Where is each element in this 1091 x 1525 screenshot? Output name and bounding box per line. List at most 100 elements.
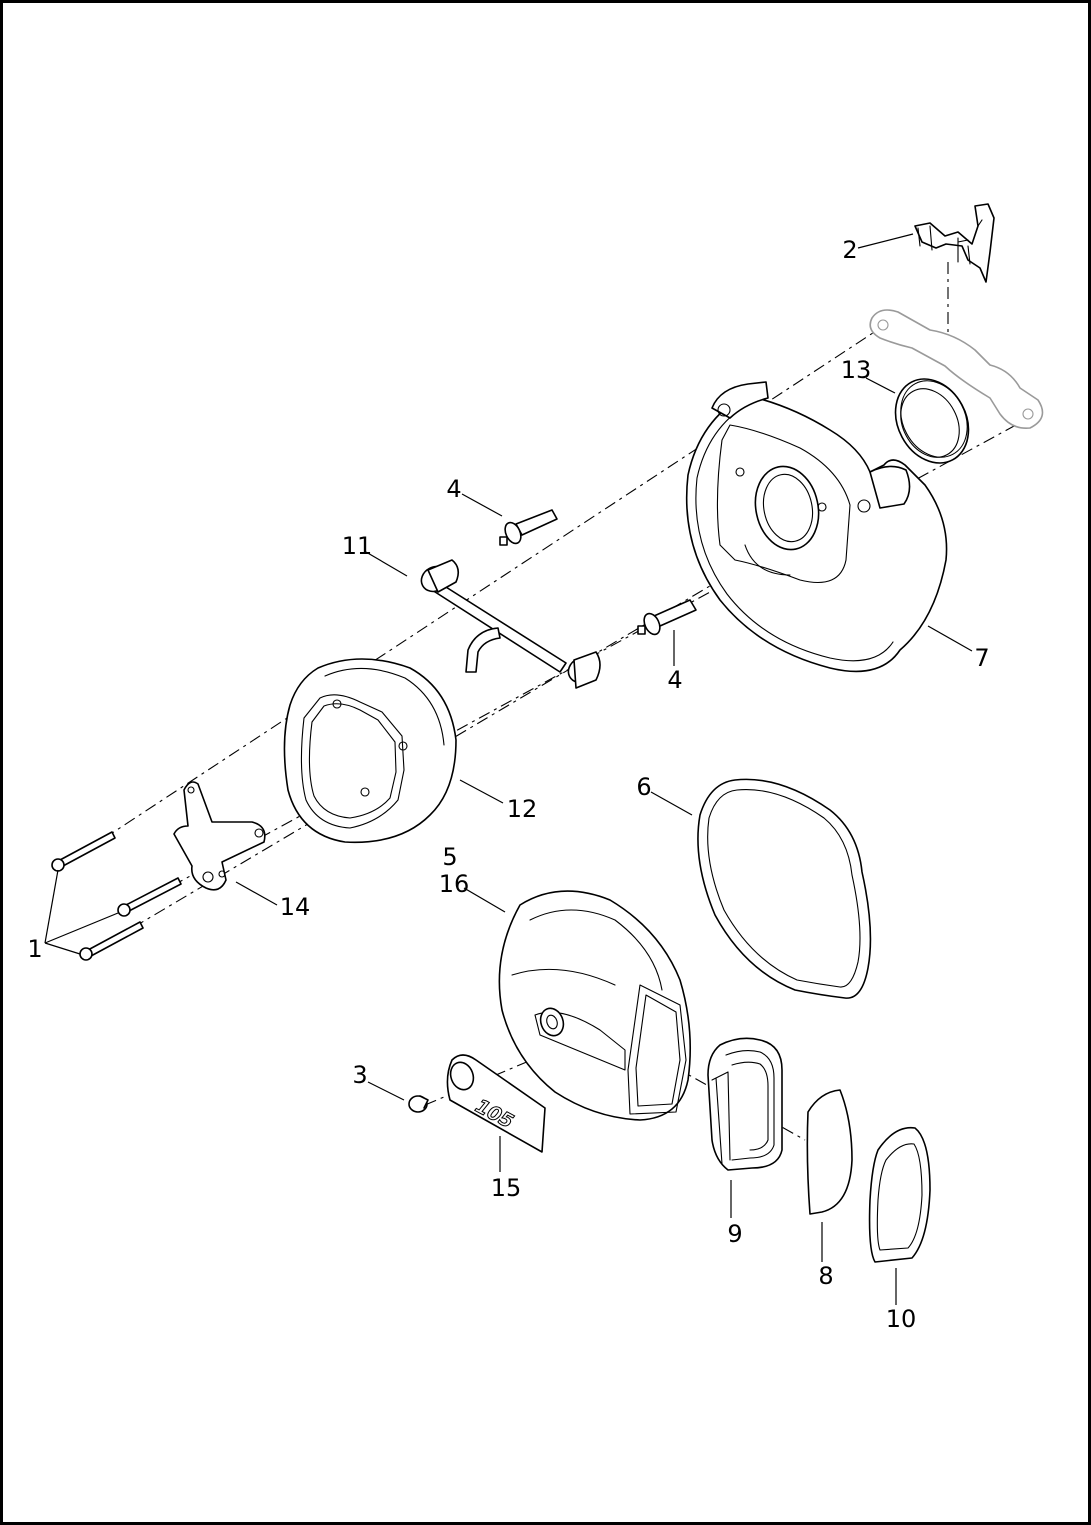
filter-element-side bbox=[711, 1071, 731, 1165]
mount-bracket-hole-small bbox=[218, 870, 226, 878]
filter-gasket-outer bbox=[868, 1126, 931, 1263]
screw-1-head bbox=[51, 858, 65, 872]
callout-16: 16 bbox=[439, 870, 470, 898]
backplate-port-inner bbox=[762, 473, 814, 543]
housing-inner-lip bbox=[308, 703, 397, 819]
leader-2 bbox=[857, 233, 914, 249]
tube-left-cap bbox=[427, 559, 460, 593]
backplate-recess bbox=[716, 424, 851, 584]
cover-seal-outer bbox=[697, 778, 872, 999]
axis-upper bbox=[61, 324, 886, 867]
housing-top-edge bbox=[324, 667, 445, 746]
bracket-part bbox=[914, 203, 995, 283]
leader-4-upper bbox=[461, 493, 503, 517]
axis-lower bbox=[89, 579, 721, 954]
mount-bracket-hole-right bbox=[254, 828, 264, 838]
plate-outline bbox=[869, 309, 1044, 430]
callout-3: 3 bbox=[352, 1061, 367, 1089]
leader-13 bbox=[865, 377, 896, 394]
leader-3 bbox=[367, 1081, 405, 1101]
filter-element-outer bbox=[707, 1037, 783, 1171]
filter-element-pleat-b bbox=[731, 1061, 769, 1151]
leader-12 bbox=[459, 779, 504, 804]
callout-10: 10 bbox=[886, 1305, 917, 1333]
mount-bracket-body bbox=[173, 781, 266, 891]
callout-5: 5 bbox=[442, 843, 457, 871]
backplate-small-hole bbox=[735, 467, 745, 477]
plate-hole-right bbox=[1022, 408, 1034, 420]
backplate-rim bbox=[695, 403, 894, 662]
breather-bolt-lower bbox=[637, 599, 697, 636]
filter-element-pleat-a bbox=[725, 1049, 775, 1161]
callout-9: 9 bbox=[727, 1220, 742, 1248]
small-screw-tip bbox=[419, 1095, 429, 1109]
backplate-bolt-hole bbox=[817, 502, 827, 512]
filter-gasket-inner bbox=[876, 1143, 923, 1251]
callout-1: 1 bbox=[27, 935, 42, 963]
housing-hole-b bbox=[398, 741, 408, 751]
bolt-upper-tip bbox=[499, 536, 508, 546]
cover-crest-line bbox=[529, 909, 663, 991]
cover-seal-inner bbox=[707, 789, 861, 988]
small-screw-part bbox=[408, 1095, 429, 1113]
cover-part bbox=[498, 890, 691, 1121]
callout-2: 2 bbox=[842, 236, 857, 264]
backplate-channel bbox=[744, 544, 791, 576]
plate-hole-left bbox=[877, 319, 889, 331]
tube-right-cap bbox=[573, 651, 601, 689]
callout-14: 14 bbox=[280, 893, 311, 921]
breather-tube-part bbox=[420, 559, 601, 689]
mounting-bracket-part bbox=[173, 781, 266, 891]
leader-1c bbox=[44, 942, 81, 955]
seal-ring-inner bbox=[900, 388, 960, 458]
housing-inner-wall bbox=[300, 694, 405, 829]
backplate-part bbox=[685, 381, 948, 673]
housing-hole-c bbox=[360, 787, 370, 797]
leader-14 bbox=[235, 881, 278, 906]
leader-1b bbox=[44, 912, 119, 944]
breather-bolt-upper bbox=[499, 509, 558, 546]
callout-6: 6 bbox=[636, 773, 651, 801]
backplate-boss-hole bbox=[857, 499, 871, 513]
cover-window-inner bbox=[635, 994, 681, 1107]
tube-branch bbox=[465, 627, 501, 673]
callout-labels: 2 13 4 11 4 7 12 6 5 16 14 1 3 15 9 8 10 bbox=[27, 236, 989, 1333]
filter-screen-outline bbox=[806, 1089, 853, 1215]
screw-3-head bbox=[79, 947, 93, 961]
filter-screen-part bbox=[806, 1089, 853, 1215]
seal-ring-part bbox=[894, 378, 970, 464]
cover-seal-part bbox=[697, 778, 872, 999]
callout-4-lower: 4 bbox=[667, 666, 682, 694]
cover-boss-hole bbox=[539, 1007, 565, 1037]
backplate-outer bbox=[685, 394, 948, 673]
filter-gasket-part bbox=[868, 1126, 931, 1263]
leader-16 bbox=[463, 887, 506, 913]
callout-15: 15 bbox=[491, 1174, 522, 1202]
bolt-lower-tip bbox=[637, 625, 646, 635]
backplate-tab-hole bbox=[717, 403, 731, 417]
reference-plate bbox=[869, 309, 1044, 430]
screw-2-head bbox=[117, 903, 131, 917]
housing-hole-a bbox=[332, 699, 342, 709]
screw-set bbox=[51, 831, 182, 961]
filter-housing-part bbox=[283, 658, 457, 844]
housing-body bbox=[283, 658, 457, 844]
cover-mid-line bbox=[511, 968, 616, 986]
callout-8: 8 bbox=[818, 1262, 833, 1290]
cover-shell bbox=[498, 890, 691, 1121]
bolt-upper-head bbox=[504, 521, 522, 545]
leader-11 bbox=[365, 551, 408, 577]
leader-6 bbox=[650, 791, 693, 816]
leader-1a bbox=[44, 869, 59, 944]
mount-bracket-hole-bottom bbox=[202, 871, 214, 883]
callout-13: 13 bbox=[841, 356, 872, 384]
backplate-side-boss bbox=[869, 465, 911, 509]
seal-ring-lip bbox=[900, 380, 968, 458]
callout-11: 11 bbox=[342, 532, 373, 560]
bracket-detail bbox=[917, 219, 983, 265]
bracket-body bbox=[914, 203, 995, 283]
leader-lines bbox=[44, 233, 973, 1305]
